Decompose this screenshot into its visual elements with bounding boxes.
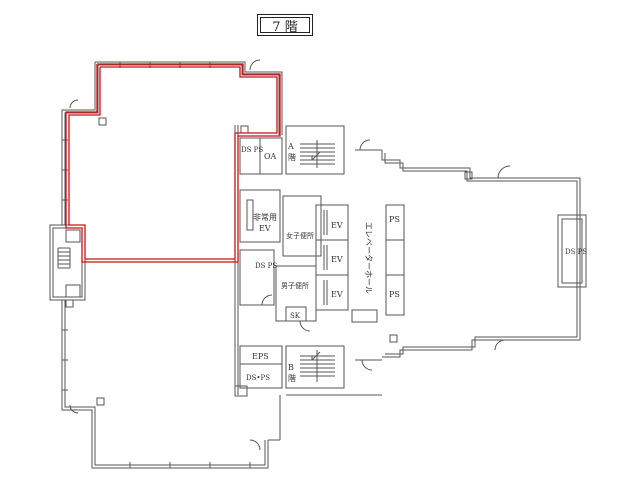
stair-b-floor-label: 階 (288, 373, 296, 383)
stair-b-label: B (288, 363, 294, 372)
elevator-hall-label: エレベーターホール (364, 222, 373, 294)
sk-room-label: SK (290, 312, 301, 320)
leased-area-outline (65, 63, 281, 263)
west-office-walls (61, 59, 283, 469)
west-stair-block (49, 224, 86, 301)
ps-label-1: PS (389, 215, 400, 224)
womens-toilet-label: 女子便所 (286, 231, 314, 240)
emergency-ev-sub-label: EV (259, 224, 271, 233)
eps-room-label: EPS (252, 352, 269, 361)
mens-toilet-label: 男子便所 (281, 281, 309, 290)
elevator-1-label: EV (331, 221, 343, 230)
ds-ps-label-bottom: DS•PS (246, 374, 270, 382)
emergency-ev-label: 非常用 (253, 212, 277, 222)
elevator-2-label: EV (331, 255, 343, 264)
ds-ps-label-right: DS PS (565, 248, 587, 256)
stair-a-label: A (287, 142, 294, 151)
ds-ps-label-mid: DS PS (255, 262, 277, 270)
east-wing-walls (381, 150, 587, 358)
oa-room-label: OA (264, 152, 277, 161)
elevator-3-label: EV (331, 290, 343, 299)
ps-label-2: PS (389, 290, 400, 299)
stair-a-floor-label: 階 (288, 152, 296, 162)
ds-ps-label-top: DS PS (241, 146, 263, 154)
floor-title: 7 階 (257, 14, 313, 36)
